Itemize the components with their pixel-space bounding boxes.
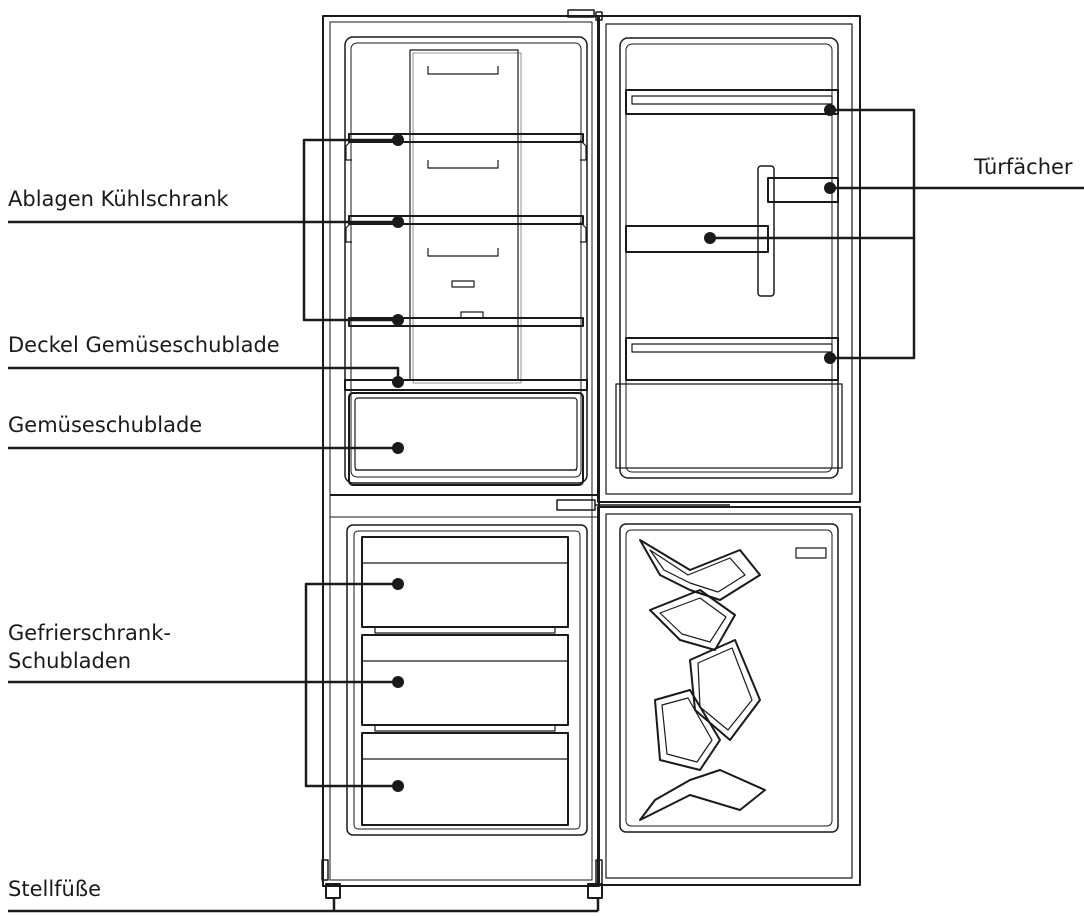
fridge-door [598, 16, 860, 502]
label-crisper-cover: Deckel Gemüseschublade [8, 332, 280, 358]
dot-door-shelf-4 [824, 352, 836, 364]
dot-shelf-1 [392, 134, 404, 146]
dot-freezer-drawer-1 [392, 578, 404, 590]
label-crisper: Gemüseschublade [8, 412, 202, 438]
dot-door-shelf-3 [704, 232, 716, 244]
dot-crisper-cover [392, 376, 404, 388]
fridge-liner [345, 37, 587, 483]
dot-shelf-3 [392, 314, 404, 326]
dot-crisper [392, 442, 404, 454]
label-freezer-drawers-line2: Schubladen [8, 648, 131, 674]
crisper [345, 380, 587, 485]
label-freezer-drawers-line1: Gefrierschrank- [8, 620, 171, 646]
freezer-liner [347, 525, 587, 835]
door-shelves [616, 90, 842, 468]
dot-freezer-drawer-2 [392, 676, 404, 688]
freezer-door [598, 507, 860, 885]
label-feet: Stellfüße [8, 876, 101, 902]
dot-freezer-drawer-3 [392, 780, 404, 792]
dot-door-shelf-2 [824, 182, 836, 194]
label-shelves: Ablagen Kühlschrank [8, 186, 229, 212]
fridge-shelves [346, 134, 586, 326]
dot-door-shelf-1 [824, 104, 836, 116]
snowflake-emboss [640, 540, 765, 820]
dot-shelf-2 [392, 216, 404, 228]
callout-dots [392, 104, 836, 792]
callout-lines [8, 110, 1084, 911]
label-door-shelves: Türfächer [974, 154, 1073, 180]
